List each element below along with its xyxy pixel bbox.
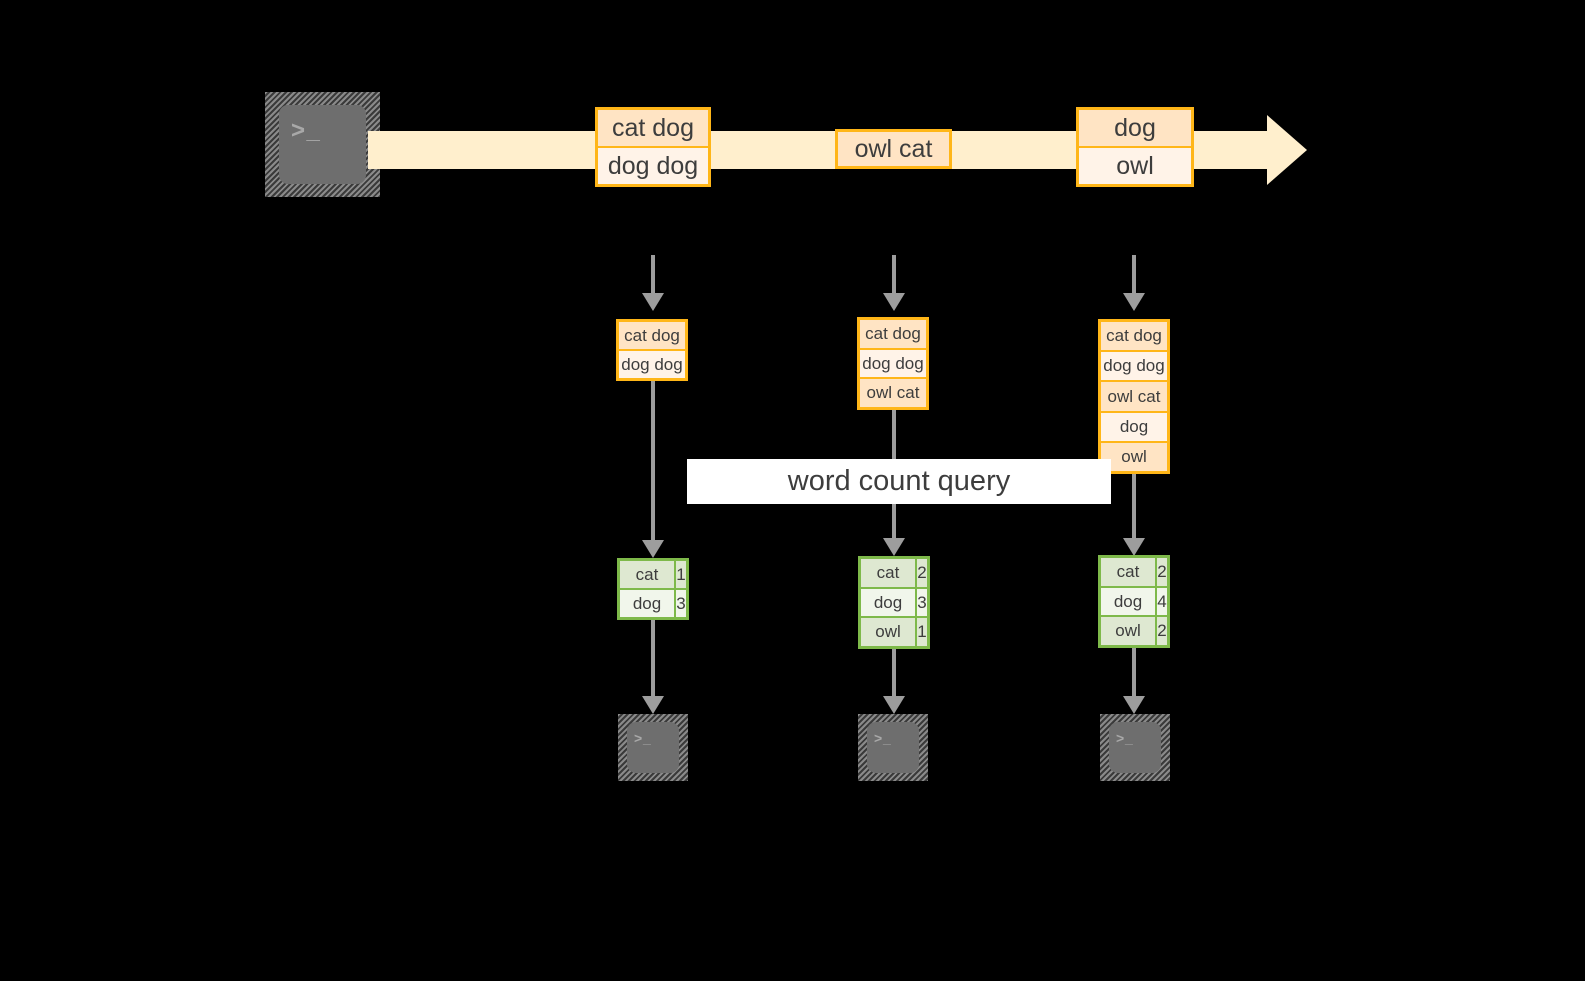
table-row: dog 3 — [861, 588, 927, 619]
stream-record: owl — [1079, 148, 1191, 184]
word-cell: cat — [620, 561, 676, 588]
snapshot-record: cat dog — [1101, 322, 1167, 353]
snapshot-1-query-arrowhead — [642, 540, 664, 558]
count-cell: 2 — [917, 559, 927, 587]
snapshot-1-query-connector — [651, 381, 655, 546]
snapshot-2-sink-terminal-icon: >_ — [858, 714, 928, 781]
count-cell: 1 — [917, 618, 927, 646]
source-terminal-icon: >_ — [265, 92, 380, 197]
table-row: owl 1 — [861, 618, 927, 646]
terminal-screen: >_ — [1109, 722, 1161, 773]
stream-to-snapshot-connector-2 — [892, 255, 896, 295]
snapshot-1-result-table: cat 1 dog 3 — [617, 558, 689, 620]
table-row: cat 2 — [1101, 558, 1167, 588]
snapshot-3-query-arrowhead — [1123, 538, 1145, 556]
word-cell: dog — [620, 590, 676, 617]
snapshot-1-sink-connector — [651, 620, 655, 700]
snapshot-2-query-arrowhead — [883, 538, 905, 556]
count-cell: 2 — [1157, 558, 1167, 586]
snapshot-1-sink-arrowhead — [642, 696, 664, 714]
snapshot-record: dog dog — [1101, 352, 1167, 383]
snapshot-record: dog dog — [619, 351, 685, 378]
query-label: word count query — [787, 465, 1011, 497]
snapshot-2-sink-connector — [892, 649, 896, 700]
table-row: cat 2 — [861, 559, 927, 589]
snapshot-2-sink-arrowhead — [883, 696, 905, 714]
count-cell: 2 — [1157, 617, 1167, 645]
snapshot-3-sink-connector — [1132, 648, 1136, 700]
stream-group-2: owl cat — [835, 129, 952, 169]
count-cell: 4 — [1157, 587, 1167, 616]
word-cell: dog — [861, 588, 917, 617]
stream-group-1: cat dog dog dog — [595, 107, 711, 187]
terminal-screen: >_ — [279, 105, 366, 184]
snapshot-2-input-records: cat dog dog dog owl cat — [857, 317, 929, 410]
snapshot-record: cat dog — [619, 322, 685, 351]
table-row: owl 2 — [1101, 617, 1167, 645]
table-row: dog 3 — [620, 590, 686, 617]
terminal-screen: >_ — [627, 722, 679, 773]
terminal-prompt-label: >_ — [1116, 730, 1134, 746]
stream-to-snapshot-arrowhead-3 — [1123, 293, 1145, 311]
stream-to-snapshot-connector-3 — [1132, 255, 1136, 295]
count-cell: 3 — [676, 590, 686, 617]
snapshot-3-result-table: cat 2 dog 4 owl 2 — [1098, 555, 1170, 648]
stream-to-snapshot-connector-1 — [651, 255, 655, 295]
word-cell: owl — [1101, 617, 1157, 645]
stream-arrow-head — [1267, 115, 1307, 185]
stream-record: cat dog — [598, 110, 708, 148]
snapshot-record: owl cat — [1101, 382, 1167, 413]
snapshot-3-sink-terminal-icon: >_ — [1100, 714, 1170, 781]
query-banner: word count query — [687, 459, 1111, 504]
stream-to-snapshot-arrowhead-1 — [642, 293, 664, 311]
terminal-screen: >_ — [867, 722, 919, 773]
terminal-prompt-label: >_ — [874, 730, 892, 746]
terminal-prompt-label: >_ — [291, 117, 322, 144]
snapshot-1-input-records: cat dog dog dog — [616, 319, 688, 381]
count-cell: 1 — [676, 561, 686, 588]
stream-record: owl cat — [838, 132, 949, 166]
word-cell: cat — [1101, 558, 1157, 586]
stream-record: dog dog — [598, 148, 708, 184]
stream-record: dog — [1079, 110, 1191, 148]
snapshot-3-input-records: cat dog dog dog owl cat dog owl — [1098, 319, 1170, 474]
snapshot-2-result-table: cat 2 dog 3 owl 1 — [858, 556, 930, 649]
word-cell: owl — [861, 618, 917, 646]
snapshot-1-sink-terminal-icon: >_ — [618, 714, 688, 781]
snapshot-record: owl cat — [860, 379, 926, 407]
snapshot-record: owl — [1101, 442, 1167, 471]
snapshot-record: dog — [1101, 412, 1167, 443]
stream-to-snapshot-arrowhead-2 — [883, 293, 905, 311]
count-cell: 3 — [917, 588, 927, 617]
word-cell: cat — [861, 559, 917, 587]
snapshot-3-query-connector — [1132, 474, 1136, 544]
word-cell: dog — [1101, 587, 1157, 616]
snapshot-record: cat dog — [860, 320, 926, 350]
table-row: cat 1 — [620, 561, 686, 590]
terminal-prompt-label: >_ — [634, 730, 652, 746]
snapshot-record: dog dog — [860, 349, 926, 380]
table-row: dog 4 — [1101, 587, 1167, 618]
snapshot-3-sink-arrowhead — [1123, 696, 1145, 714]
stream-group-3: dog owl — [1076, 107, 1194, 187]
